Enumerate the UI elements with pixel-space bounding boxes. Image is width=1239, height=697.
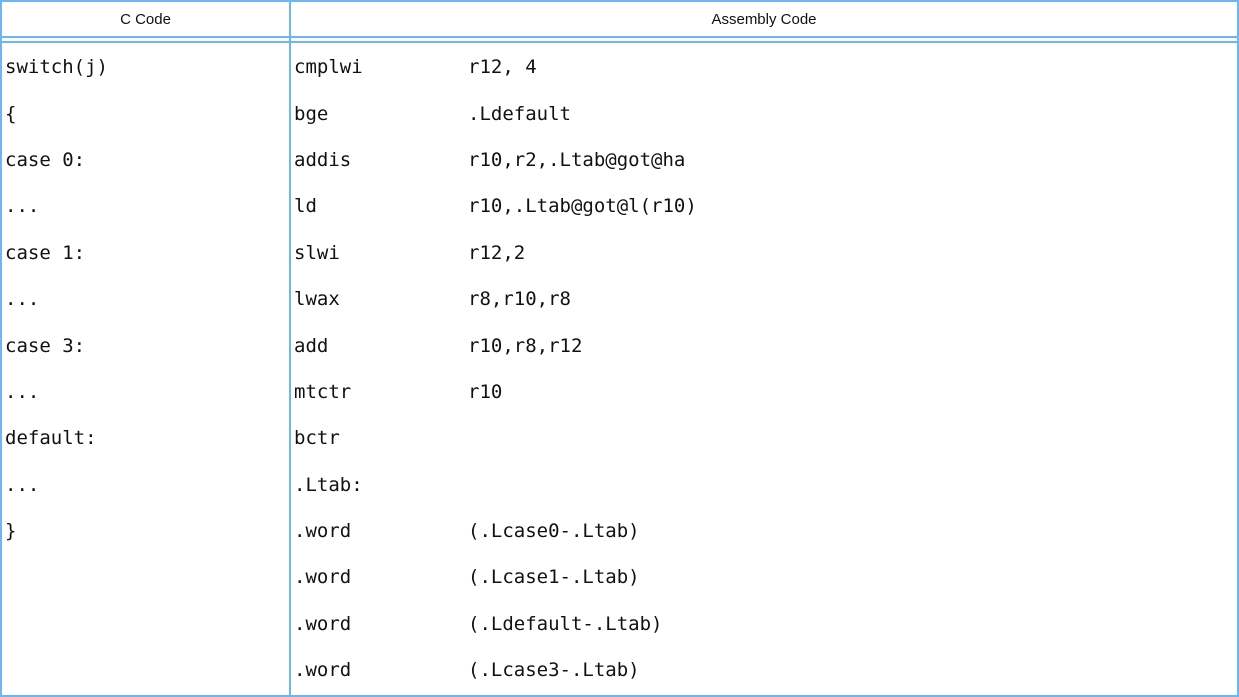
assembly-mnemonic: bge xyxy=(294,102,329,125)
assembly-mnemonic: slwi xyxy=(294,241,340,264)
assembly-code-line: .Ltab: xyxy=(294,462,1237,508)
assembly-code-line: slwi r12,2 xyxy=(294,230,1237,276)
assembly-code-line: add r10,r8,r12 xyxy=(294,322,1237,368)
assembly-code-line: .word (.Lcase0-.Ltab) xyxy=(294,508,1237,554)
header-c-code: C Code xyxy=(2,2,291,36)
assembly-code-line: .word (.Lcase1-.Ltab) xyxy=(294,554,1237,600)
assembly-mnemonic: cmplwi xyxy=(294,56,363,79)
c-code-line: { xyxy=(5,102,17,125)
c-code-line: case 0: xyxy=(5,148,86,171)
assembly-mnemonic: .word xyxy=(294,520,352,543)
assembly-operands: (.Lcase1-.Ltab) xyxy=(468,566,640,589)
header-separator-gap-left xyxy=(2,38,291,41)
c-code-line: ... xyxy=(5,380,40,403)
c-code-line: case 1: xyxy=(5,241,86,264)
table-header-row: C Code Assembly Code xyxy=(2,2,1237,38)
assembly-mnemonic: .word xyxy=(294,659,352,682)
assembly-mnemonic: ld xyxy=(294,195,317,218)
c-code-line: ... xyxy=(5,288,40,311)
assembly-mnemonic: mtctr xyxy=(294,380,352,403)
assembly-mnemonic: addis xyxy=(294,148,352,171)
assembly-code-line: .word (.Ldefault-.Ltab) xyxy=(294,601,1237,647)
assembly-code-line: lwax r8,r10,r8 xyxy=(294,276,1237,322)
assembly-operands: r10,.Ltab@got@l(r10) xyxy=(468,195,697,218)
assembly-code-line: cmplwi r12, 4 xyxy=(294,44,1237,90)
c-code-column: switch(j) { case 0:... case 1:... case 3:...… xyxy=(2,43,291,695)
assembly-mnemonic: bctr xyxy=(294,427,340,450)
assembly-operands: r10,r2,.Ltab@got@ha xyxy=(468,148,686,171)
assembly-code-line: bctr xyxy=(294,415,1237,461)
assembly-mnemonic: .word xyxy=(294,612,352,635)
c-code-line: } xyxy=(5,520,17,543)
assembly-code-line: bge .Ldefault xyxy=(294,90,1237,136)
header-separator-gap xyxy=(2,38,1237,41)
assembly-code-line: addis r10,r2,.Ltab@got@ha xyxy=(294,137,1237,183)
assembly-operands: r10 xyxy=(468,380,503,403)
assembly-operands: (.Lcase0-.Ltab) xyxy=(468,520,640,543)
assembly-mnemonic: .word xyxy=(294,566,352,589)
assembly-operands: r8,r10,r8 xyxy=(468,288,571,311)
assembly-operands: r12, 4 xyxy=(468,56,537,79)
assembly-mnemonic: lwax xyxy=(294,288,340,311)
assembly-code-line: mtctr r10 xyxy=(294,369,1237,415)
assembly-code-line: ld r10,.Ltab@got@l(r10) xyxy=(294,183,1237,229)
assembly-mnemonic: add xyxy=(294,334,329,357)
c-code-line: ... xyxy=(5,195,40,218)
assembly-code-column: cmplwi r12, 4 bge .Ldefault addis r10,r2,.Lta… xyxy=(291,43,1237,695)
table-body-row: switch(j) { case 0:... case 1:... case 3:...… xyxy=(2,41,1237,695)
assembly-operands: (.Lcase3-.Ltab) xyxy=(468,659,640,682)
assembly-mnemonic: .Ltab: xyxy=(294,473,363,496)
c-code-line: default: xyxy=(5,427,97,450)
c-code-line: switch(j) xyxy=(5,56,108,79)
assembly-operands: r12,2 xyxy=(468,241,526,264)
assembly-operands: .Ldefault xyxy=(468,102,571,125)
c-code-line: ... xyxy=(5,473,40,496)
assembly-operands: (.Ldefault-.Ltab) xyxy=(468,612,663,635)
header-assembly-code: Assembly Code xyxy=(711,10,817,28)
assembly-operands: r10,r8,r12 xyxy=(468,334,583,357)
c-code-line: case 3: xyxy=(5,334,86,357)
assembly-code-line: .word (.Lcase3-.Ltab) xyxy=(294,647,1237,693)
